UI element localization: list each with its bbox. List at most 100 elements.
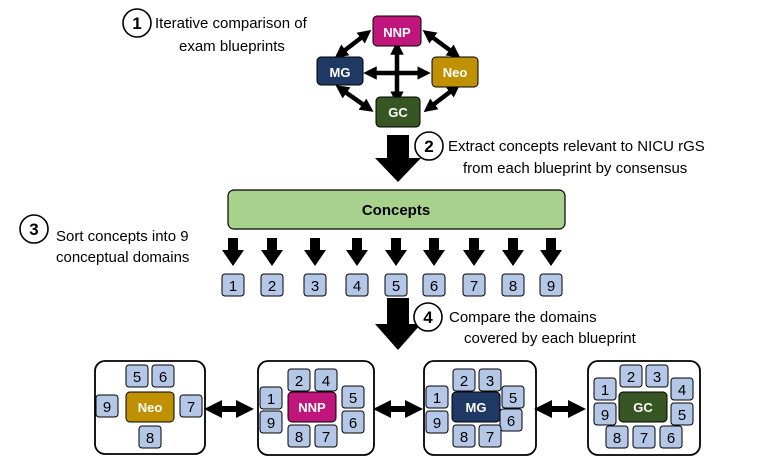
arrow-nnp-neo [422, 29, 461, 59]
domain-tile-9: 9 [539, 273, 563, 297]
panel-gc-domain-7: 7 [632, 425, 656, 449]
step-1-circle [122, 8, 152, 38]
panel-nnp-domain-6: 6 [341, 410, 365, 434]
panel-mg-domain-7: 7 [478, 424, 502, 448]
panel-gc-domain-5: 5 [670, 402, 694, 426]
step-4-text-line-2: covered by each blueprint [464, 330, 637, 347]
step-1-number: 1 [132, 14, 141, 33]
domain-tile-5-label: 5 [392, 278, 400, 295]
panel-nnp-domain-2: 2 [287, 368, 311, 392]
down-arrow-2 [375, 298, 421, 350]
domain-arrow-8 [502, 238, 524, 266]
panel-neo-domain-6-label: 6 [159, 369, 167, 386]
panel-nnp-domain-8-label: 8 [295, 429, 303, 446]
domain-tile-3: 3 [303, 273, 327, 297]
panel-mg-domain-2: 2 [452, 368, 476, 392]
panel-mg-domain-3: 3 [478, 368, 502, 392]
svg-text:Neo: Neo [443, 65, 468, 80]
domain-arrow-5 [385, 238, 407, 266]
domain-arrow-1 [222, 238, 244, 266]
domain-arrow-3 [304, 238, 326, 266]
panel-gc-domain-1: 1 [593, 377, 617, 401]
panel-neo-domain-8: 8 [138, 425, 162, 449]
panel-gc-domain-7-label: 7 [640, 430, 648, 447]
panel-neo-blueprint-label: Neo [138, 400, 163, 415]
panel-mg-domain-6-label: 6 [507, 413, 515, 430]
step-2: 2 Extract concepts relevant to NICU rGS … [414, 131, 705, 177]
domain-tile-1: 1 [221, 273, 245, 297]
node-mg: MG [316, 56, 364, 86]
panel-nnp-domain-9-label: 9 [267, 415, 275, 432]
step-1: 1 Iterative comparison of exam blueprint… [122, 8, 308, 55]
panel-nnp-domain-9: 9 [259, 410, 283, 434]
step-3-circle [19, 214, 49, 244]
panel-gc-blueprint-label: GC [633, 400, 653, 415]
panel-gc-domain-8-label: 8 [613, 430, 621, 447]
panel-neo-domain-8-label: 8 [146, 430, 154, 447]
panel-nnp-domain-5: 5 [341, 385, 365, 409]
svg-text:MG: MG [330, 65, 351, 80]
node-nnp: NNP [372, 15, 422, 47]
domain-tile-2: 2 [260, 273, 284, 297]
domain-tile-4-label: 4 [353, 278, 361, 295]
panel-mg-domain-2-label: 2 [460, 373, 468, 390]
panel-neo-domain-5-label: 5 [133, 369, 141, 386]
domain-tile-7-label: 7 [470, 278, 478, 295]
step-4: 4 Compare the domains covered by each bl… [413, 302, 637, 347]
panel-nnp-domain-7: 7 [314, 424, 338, 448]
panel-gc-domain-3: 3 [645, 364, 669, 388]
panel-neo-domain-7-label: 7 [187, 399, 195, 416]
comparison-arrows [334, 29, 461, 113]
arrow-neo-gc [423, 83, 461, 113]
panel-nnp-domain-8: 8 [287, 424, 311, 448]
panel-mg-blueprint-box: MG [451, 391, 501, 423]
panel-gc-domain-5-label: 5 [678, 407, 686, 424]
step-3-text-line-2: conceptual domains [56, 249, 189, 266]
panel-gc-domain-4: 4 [670, 377, 694, 401]
panel-neo-domain-7: 7 [179, 394, 203, 418]
arrow-nnp-mg [334, 29, 372, 59]
panel-mg-domain-8: 8 [452, 424, 476, 448]
panel-nnp-domain-6-label: 6 [349, 415, 357, 432]
node-neo: Neo [431, 56, 479, 88]
panel-neo-domain-9: 9 [95, 394, 119, 418]
domain-tile-7: 7 [462, 273, 486, 297]
svg-text:GC: GC [388, 105, 408, 120]
node-gc: GC [375, 96, 421, 128]
panel-nnp-blueprint-box: NNP [287, 391, 337, 423]
panel-nnp-domain-1-label: 1 [267, 391, 275, 408]
concepts-label: Concepts [362, 202, 430, 219]
domain-tile-4: 4 [345, 273, 369, 297]
domain-arrow-7 [463, 238, 485, 266]
panel-mg-domain-1: 1 [425, 385, 449, 409]
panel-gc-domain-9: 9 [593, 402, 617, 426]
domain-tile-5: 5 [384, 273, 408, 297]
domain-tile-8: 8 [501, 273, 525, 297]
panel-mg-domain-3-label: 3 [486, 373, 494, 390]
panel-gc-domain-1-label: 1 [601, 382, 609, 399]
step-1-text-line-1: Iterative comparison of [155, 15, 308, 32]
step-2-circle [414, 131, 444, 161]
svg-text:NNP: NNP [383, 25, 411, 40]
panel-gc-domain-9-label: 9 [601, 407, 609, 424]
step-4-text-line-1: Compare the domains [449, 309, 597, 326]
panel-mg-domain-9: 9 [425, 410, 449, 434]
step-1-text-line-2: exam blueprints [179, 38, 285, 55]
panel-gc-domain-4-label: 4 [678, 382, 686, 399]
step-4-number: 4 [423, 308, 433, 327]
domain-tile-3-label: 3 [311, 278, 319, 295]
panel-mg-domain-6: 6 [499, 408, 523, 432]
panel-neo: Neo 5 6 9 7 8 [94, 360, 206, 455]
panel-neo-domain-6: 6 [151, 364, 175, 388]
panel-neo-domain-9-label: 9 [103, 399, 111, 416]
step-2-text-line-1: Extract concepts relevant to NICU rGS [448, 138, 705, 155]
panel-nnp-domain-2-label: 2 [295, 373, 303, 390]
panel-gc-domain-8: 8 [605, 425, 629, 449]
domain-tile-9-label: 9 [547, 278, 555, 295]
step-2-number: 2 [424, 137, 433, 156]
step-2-text-line-2: from each blueprint by consensus [463, 160, 687, 177]
panel-mg-domain-8-label: 8 [460, 429, 468, 446]
